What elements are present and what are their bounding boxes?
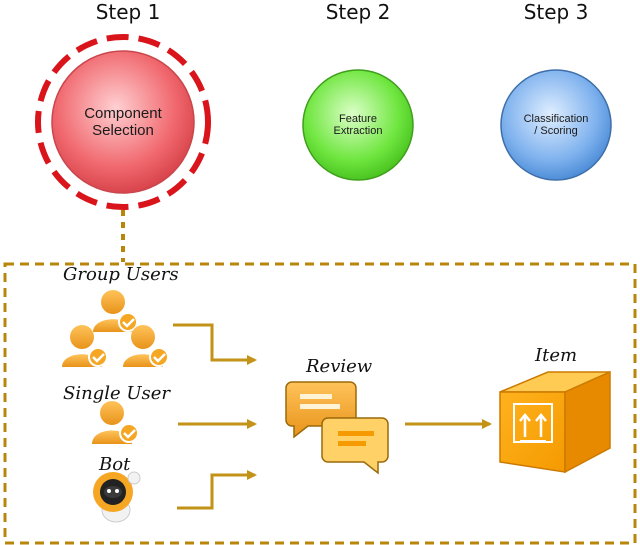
group-users-label: Group Users [63, 264, 179, 285]
item-box-icon [499, 370, 611, 474]
step-1-title: Step 1 [95, 0, 161, 24]
review-label: Review [306, 356, 373, 377]
step-3-circle [500, 69, 612, 181]
step-3-label: Classification / Scoring [508, 108, 604, 142]
review-chat-icon [285, 381, 389, 475]
step-1-node [35, 34, 211, 210]
step-2-circle [302, 69, 414, 181]
step-2-label-line2: Extraction [333, 125, 383, 137]
item-label: Item [535, 345, 578, 366]
group-users-icon [62, 290, 169, 367]
step-1-label-line2: Selection [92, 122, 154, 139]
step-1-highlight-ring [35, 34, 211, 210]
step-2-label: Feature Extraction [318, 108, 398, 142]
step-2-title: Step 2 [325, 0, 391, 24]
step-1-label: Component Selection [68, 100, 178, 144]
step-1-circle [51, 50, 195, 194]
step-1-label-line1: Component [84, 105, 162, 122]
bot-icon [93, 471, 141, 523]
single-user-icon [92, 401, 139, 444]
component-box [3, 262, 637, 545]
bot-to-review-arrow [177, 470, 257, 510]
step-3-label-line1: Classification [523, 113, 589, 125]
single-user-label: Single User [63, 383, 170, 404]
step-3-label-line2: / Scoring [534, 125, 578, 137]
step-2-label-line1: Feature [339, 113, 377, 125]
step-3-title: Step 3 [523, 0, 589, 24]
bot-label: Bot [99, 454, 131, 475]
group-to-review-arrow [173, 323, 257, 365]
